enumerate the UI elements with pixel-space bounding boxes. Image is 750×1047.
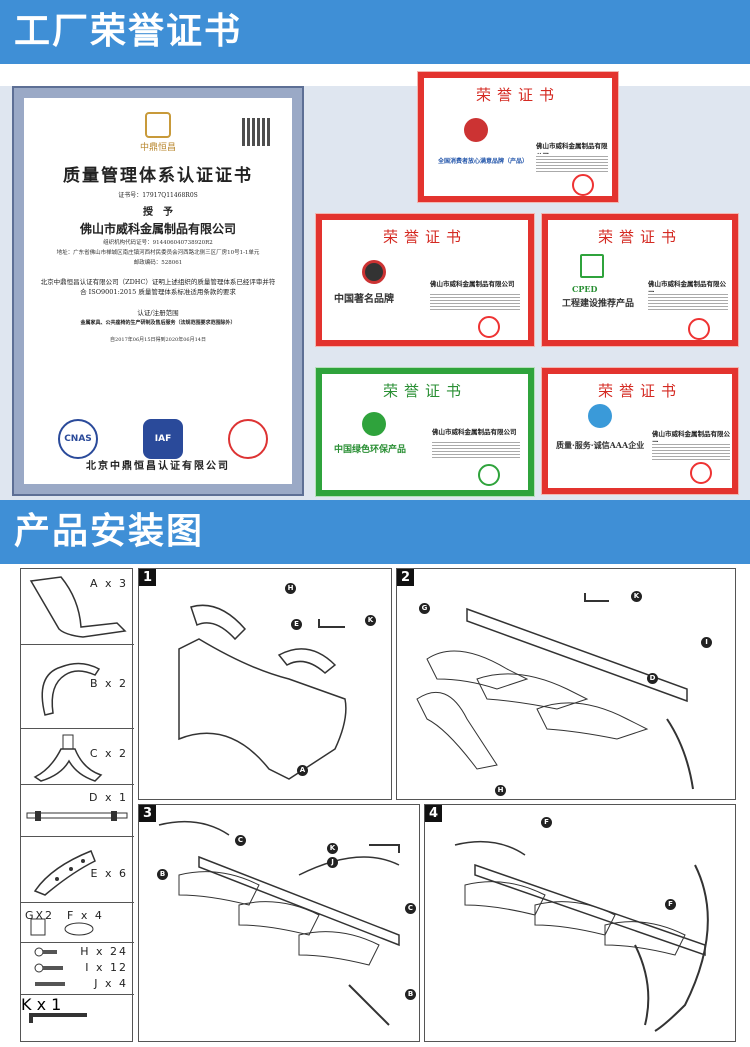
legend-item-d: D x 1 (21, 785, 134, 837)
screws-icon (34, 947, 65, 986)
callout-k: K (631, 591, 642, 602)
legend-item-k: K x 1 (21, 995, 134, 1043)
quality-emblem-icon (588, 404, 612, 428)
cert-title: 质量管理体系认证证书 (63, 166, 253, 186)
callout-e: E (291, 619, 302, 630)
seat-shell-icon (29, 576, 127, 638)
honor-title: 荣誉证书 (382, 228, 467, 246)
emblem-icon (464, 118, 488, 142)
install-section-title: 产品安装图 (0, 500, 750, 564)
callout-f: F (665, 899, 676, 910)
cert-grant: 授 予 (143, 207, 173, 218)
honor-title: 荣誉证书 (597, 382, 682, 400)
step-1-drawing (178, 604, 347, 780)
cert-reg-code: 组织机构代码证号：914406040738920R2 (103, 240, 213, 246)
armrest-icon (41, 662, 101, 716)
iaf-seal-icon: IAF (143, 419, 183, 459)
callout-d: D (647, 673, 658, 684)
honor-company: 佛山市威科金属制品有限公司 (432, 428, 517, 436)
cert-address: 地址：广东省佛山市禅城区南庄镇河西村民委员会河西路北侧三区厂房10号1-1单元 (56, 250, 260, 256)
cert-scope: 金属家具、公共座椅的生产研制及售后服务（法规范围要求范围除外） (80, 320, 236, 326)
callout-k: K (365, 615, 376, 626)
step-3-number: 3 (139, 805, 156, 822)
callout-i: I (701, 637, 712, 648)
cped-label: CPED (572, 284, 598, 294)
cped-logo-icon (580, 254, 604, 278)
legend-item-b: B x 2 (21, 645, 134, 729)
callout-h: H (285, 583, 296, 594)
honor-name: 质量·服务·诚信AAA企业 (556, 440, 645, 450)
legend-item-a: A x 3 (21, 569, 134, 645)
honor-title: 荣誉证书 (597, 228, 682, 246)
callout-a: A (297, 765, 308, 776)
step-2-panel: 2 G K I D H (396, 568, 736, 800)
callout-f: F (541, 817, 552, 828)
quality-management-certificate: 中鼎恒昌 质量管理体系认证证书 证书号：17917Q11468R0S 授 予 佛… (12, 86, 304, 496)
cert-postcode: 邮政编码：528061 (133, 260, 183, 266)
honor-title: 荣誉证书 (382, 382, 467, 400)
step-2-number: 2 (397, 569, 414, 586)
step-3-drawing (158, 820, 400, 1026)
red-stamp-icon (228, 419, 268, 459)
cert-issuer: 北京中鼎恒昌认证有限公司 (86, 461, 230, 472)
legend-item-hij: H x 24 I x 12 J x 4 (21, 943, 134, 995)
parts-legend: A x 3 B x 2 C x 2 D x 1 E x 6 GX2 F x 4 … (20, 568, 134, 1043)
cap-and-foot-icon (30, 918, 94, 936)
cert-company: 佛山市威科金属制品有限公司 (79, 222, 236, 236)
cert-validity: 自2017年06月15日得到2020年06月14日 (110, 337, 206, 343)
stamp-icon (572, 174, 594, 196)
stamp-icon (688, 318, 710, 340)
cert-number: 证书号：17917Q11468R0S (118, 192, 198, 199)
cert-seals: CNAS IAF (58, 416, 268, 462)
legend-item-e: E x 6 (21, 837, 134, 903)
step-4-panel: 4 F F (424, 804, 736, 1042)
cnas-seal-icon: CNAS (58, 419, 98, 459)
bracket-plate-icon (33, 850, 96, 896)
callout-b: B (405, 989, 416, 1000)
emblem-icon (362, 260, 386, 284)
honors-section-title: 工厂荣誉证书 (0, 0, 750, 64)
callout-k: K (327, 843, 338, 854)
step-3-panel: 3 C B K J C B (138, 804, 420, 1042)
legend-item-c: C x 2 (21, 729, 134, 785)
honor-certificate-4: 荣誉证书 中国绿色环保产品 佛山市威科金属制品有限公司 (315, 367, 535, 497)
stamp-icon (478, 464, 500, 486)
cert-statement: 北京中鼎恒昌认证有限公司（ZDHC）证明上述组织的质量管理体系已经评审并符合 I… (40, 278, 276, 296)
honor-certificate-5: 荣誉证书 质量·服务·诚信AAA企业 佛山市威科金属制品有限公司 (541, 367, 739, 495)
legend-item-gf: GX2 F x 4 (21, 903, 134, 943)
callout-c: C (235, 835, 246, 846)
step-4-number: 4 (425, 805, 442, 822)
step-1-number: 1 (139, 569, 156, 586)
callout-g: G (419, 603, 430, 614)
installation-diagram-area: A x 3 B x 2 C x 2 D x 1 E x 6 GX2 F x 4 … (0, 564, 750, 1047)
qr-code-icon (242, 118, 270, 146)
honor-certificate-3: 荣誉证书 CPED 工程建设推荐产品 佛山市威科金属制品有限公司 (541, 213, 739, 347)
step-2-drawing (416, 593, 694, 790)
cert-brand: 中鼎恒昌 (139, 143, 176, 153)
green-emblem-icon (362, 412, 386, 436)
step-1-panel: 1 H E K A (138, 568, 392, 800)
zdhc-logo-icon (145, 112, 171, 138)
honor-name: 中国绿色环保产品 (334, 445, 407, 455)
callout-c: C (405, 903, 416, 914)
honor-certificate-2: 荣誉证书 中国著名品牌 佛山市威科金属制品有限公司 (315, 213, 535, 347)
honor-company: 佛山市威科金属制品有限公司 (430, 280, 515, 288)
beam-icon (26, 811, 128, 821)
honor-certificate-1: 荣誉证书 全国消费者放心满意品牌（产品） 佛山市威科金属制品有限公司 (417, 71, 619, 203)
cert-scope-title: 认证/注册范围 (137, 309, 179, 317)
step-4-drawing (454, 840, 709, 1032)
leg-bracket-icon (33, 734, 103, 782)
honor-name: 全国消费者放心满意品牌（产品） (438, 158, 529, 165)
stamp-icon (690, 462, 712, 484)
honor-title: 荣誉证书 (475, 86, 560, 104)
callout-b: B (157, 869, 168, 880)
callout-j: J (327, 857, 338, 868)
allen-key-icon (29, 1013, 87, 1023)
honor-name: 中国著名品牌 (334, 294, 394, 305)
stamp-icon (478, 316, 500, 338)
callout-h: H (495, 785, 506, 796)
honor-name: 工程建设推荐产品 (562, 299, 635, 309)
